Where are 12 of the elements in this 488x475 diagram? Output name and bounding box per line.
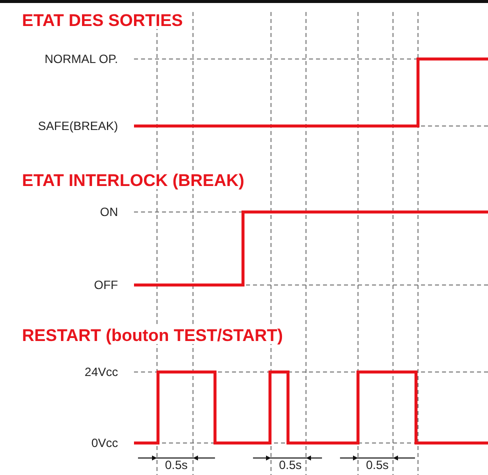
level-label: NORMAL OP. <box>44 53 118 65</box>
level-label: 0Vcc <box>90 437 118 449</box>
duration-label: 0.5s <box>279 459 302 471</box>
level-label: SAFE(BREAK) <box>36 120 118 132</box>
level-label: ON <box>99 206 118 218</box>
section-heading: RESTART (bouton TEST/START) <box>20 327 285 344</box>
duration-label: 0.5s <box>165 459 188 471</box>
duration-label: 0.5s <box>366 459 389 471</box>
section-heading: ETAT INTERLOCK (BREAK) <box>20 172 246 189</box>
level-label: 24Vcc <box>84 366 118 378</box>
level-label: OFF <box>93 279 118 291</box>
section-heading: ETAT DES SORTIES <box>20 12 185 29</box>
